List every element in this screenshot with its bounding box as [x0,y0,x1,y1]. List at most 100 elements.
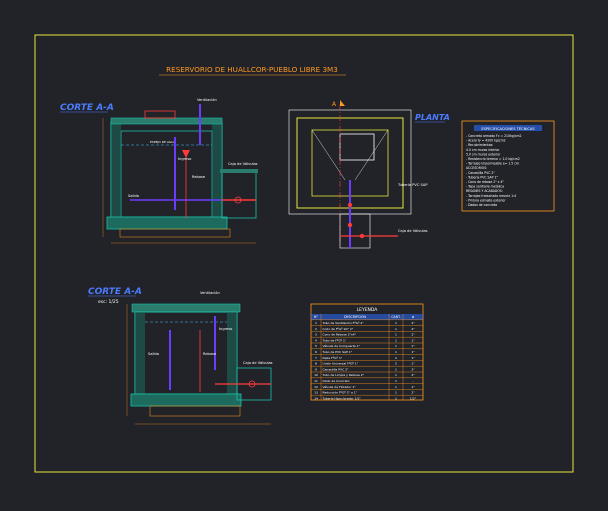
legend-cell: Codo de FºGº 90° 2" [323,327,354,331]
b-label-inlet: Ingreso [219,327,232,331]
base-slab [106,216,228,230]
legend-cell: 2" [411,321,415,325]
legend-cell: 1 [315,321,317,325]
legend-cell: Tubo de Limpia y Rebose 2" [322,373,365,377]
section-scale: esc: 1/25 [98,299,119,305]
legend-cell: 1" [411,362,415,366]
legend-cell: 2" [411,333,415,337]
notes-line: - Concreto armado f'c = 210kg/cm2 [466,134,521,138]
drawing-title: RESERVORIO DE HUALLCOR-PUEBLO LIBRE 3M3 [166,65,338,74]
label-inlet: Ingreso [178,157,191,161]
legend-cell: 8 [315,362,317,366]
legend-cell: 1 [395,350,397,354]
legend-cell: 1 [395,338,397,342]
legend-cell: 2 [315,327,317,331]
hatch-cover [144,110,176,119]
plan-label: PLANTA [415,113,450,122]
tank-wall-outer [110,121,223,227]
legend-cell: 1" [411,350,415,354]
legend-cell: Canastilla PVC 2" [323,367,350,371]
legend-title: LEYENDA [357,307,379,313]
legend-cell: 14 [314,396,318,400]
valve-box-top [220,169,258,173]
section-a-a-top: CORTE A-A ESPEJO DE AGUA Ventilación [60,98,258,244]
plan-diag-2 [354,129,389,181]
section-a-a-bottom: CORTE A-A esc: 1/25 Ventilación Ingreso … [88,287,273,425]
b-label-vent: Ventilación [200,291,220,295]
plan-diag-1 [311,129,346,181]
legend-cell: 5 [315,344,317,348]
notes-line: - Acero fy = 4200 kg/cm2 [466,139,506,143]
notes-line: 4.0 cm muros interior [466,148,500,152]
legend-cell: 1 [395,344,397,348]
label-vent: Ventilación [197,98,217,102]
legend-cell: 4 [315,338,317,342]
notes-line: - Tarrajeo frotachado mezcla 1:4 [466,194,516,198]
legend-cell: 2" [411,327,415,331]
b-valve-symbol [248,380,256,388]
legend-cell: Válvula de Flotador 1" [323,385,357,389]
notes-line: - Dados de concreto [466,203,497,207]
roof-slab [110,117,223,125]
wall-hatch-left [111,122,121,226]
legend-cell: 2 [395,362,397,366]
legend-cell: 1" [411,356,415,360]
notes-line: ACCESORIOS: [466,166,487,170]
b-footing [149,405,241,417]
legend-cell: 9 [315,367,317,371]
plan-view: PLANTA A Tubería PVC SAP Caja de Válvula… [288,100,450,249]
legend-cell: 1" [411,385,415,389]
legend-cell: 2" [411,373,415,377]
notes-line: - Tarrajeo impermeable e= 1.5 cm [466,162,519,166]
legend-cell: 10 [314,373,318,377]
base-footing [119,228,231,238]
section-label-top: CORTE A-A [60,103,114,113]
legend-cell: Unión Universal FºGº 1" [323,362,359,366]
legend-cell: 13 [314,391,318,395]
plan-box-label: Caja de Válvulas [398,229,428,233]
notes-line: - Canastilla PVC 2" [466,171,495,175]
valve-symbol [234,196,242,204]
legend-cell: 1" [411,344,415,348]
cut-marker-top: A [332,101,337,108]
plan-valve-1 [347,222,353,228]
b-label-overflow: Rebose [203,352,217,356]
legend-cell: Dado de Concreto [323,379,350,383]
legend-cell: 1/2" [410,396,417,400]
legend-cell: Cono de Rebose 2"x4" [323,333,357,337]
legend-header-cell: ø [412,315,414,319]
plan-valve-3 [347,202,353,208]
legend-cell: 1 [395,385,397,389]
plan-valve-box [339,213,371,249]
notes-line: - Tapa sanitaria metálica [466,185,504,189]
plan-hatch [339,133,375,161]
label-overflow: Rebose [192,175,206,179]
legend-cell: 2 [395,356,397,360]
legend-cell: Válvula de Compuerta 1" [323,344,361,348]
notes-line: - Cono de rebose 2" x 4" [466,180,504,184]
notes-line: - Resistencia terreno = 1.0 kg/cm2 [466,157,520,161]
legend-cell: 1 [395,321,397,325]
legend-cell: 2" [411,391,415,395]
overflow-cone [182,150,190,158]
legend-cell: Tubo de Ventilación FºGº 2" [322,321,365,325]
legend-cell: Tubería Hipoclorador 1/2" [322,396,362,400]
water-label: ESPEJO DE AGUA [150,140,176,144]
notes-line: - Recubrimientos: [466,143,493,147]
b-label-box: Caja de Válvulas [243,361,273,365]
legend-cell: - [412,379,413,383]
b-base-slab [130,393,242,407]
notes-lines: - Concreto armado f'c = 210kg/cm2- Acero… [466,134,521,207]
b-roof-slab [131,303,241,313]
plan-pipe-label: Tubería PVC SAP [397,183,428,187]
legend-border [310,303,424,401]
legend-cell: Tubo de PVC SAP 1" [322,350,353,354]
label-outlet: Salida [128,194,139,198]
legend-header-bg [311,314,423,320]
section-label-bottom: CORTE A-A [88,287,142,297]
notes-line: RESANES Y ACABADOS: [466,189,503,193]
